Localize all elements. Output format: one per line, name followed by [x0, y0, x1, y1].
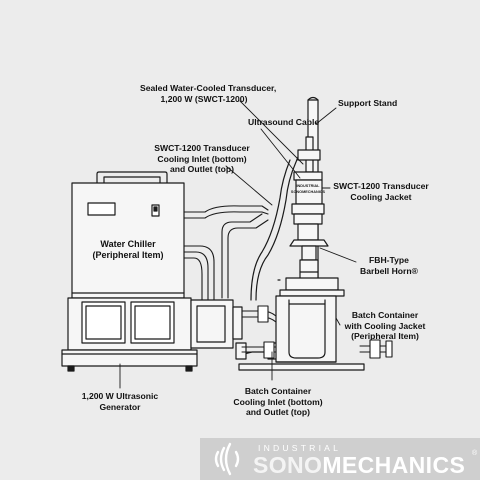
label-line: Cooling Jacket	[350, 191, 412, 202]
brand-small-text: INDUSTRIAL	[258, 443, 342, 453]
label-sealed-transducer: Sealed Water-Cooled Transducer, 1,200 W …	[140, 83, 277, 104]
label-line: (Peripheral Item)	[92, 249, 164, 260]
label-line: Generator	[99, 401, 141, 412]
label-line: SWCT-1200 Transducer	[154, 143, 250, 153]
label-line: 1,200 W (SWCT-1200)	[160, 93, 248, 104]
batch-cooling-lines	[221, 213, 393, 359]
brand-band	[200, 438, 480, 480]
label-line: Batch Container	[244, 386, 312, 396]
chiller-hoses	[183, 205, 269, 301]
label-line: and Outlet (top)	[246, 407, 310, 418]
label-transducer-cooling-inlet: SWCT-1200 Transducer Cooling Inlet (bott…	[150, 143, 254, 175]
brand-name-part2: MECHANICS	[322, 452, 466, 478]
label-line: Batch Container	[351, 310, 419, 320]
label-line: Water Chiller	[100, 239, 156, 249]
brand-logo-text: SONOMECHANICS	[253, 452, 465, 479]
label-line: 1,200 W Ultrasonic	[81, 391, 159, 401]
batch-container	[275, 277, 345, 363]
ultrasound-cable	[255, 156, 299, 301]
water-chiller	[71, 171, 185, 299]
label-line: FBH-Type	[369, 255, 409, 265]
label-transducer-cooling-jacket: SWCT-1200 Transducer Cooling Jacket	[332, 181, 430, 202]
transducer-plate-line1: INDUSTRIAL	[297, 184, 321, 188]
transducer-plate-line2: SONOMECHANICS	[291, 190, 326, 194]
label-line: Barbell Horn®	[360, 265, 418, 276]
label-ultrasound-cable: Ultrasound Cable	[248, 117, 320, 127]
label-line: and Outlet (top)	[170, 164, 234, 175]
label-water-chiller: Water Chiller (Peripheral Item)	[84, 239, 172, 260]
ultrasonic-generator	[61, 297, 243, 372]
label-batch-cooling-inlet: Batch Container Cooling Inlet (bottom) a…	[226, 386, 330, 418]
label-line: Sealed Water-Cooled Transducer,	[140, 83, 277, 93]
label-line: SWCT-1200 Transducer	[333, 181, 429, 191]
label-line: Cooling Inlet (bottom)	[157, 153, 247, 164]
leader-lines	[119, 100, 357, 389]
brand-name-part1: SONO	[253, 452, 323, 478]
label-batch-container: Batch Container with Cooling Jacket (Per…	[338, 310, 432, 342]
label-line: Cooling Inlet (bottom)	[233, 396, 323, 407]
label-line: with Cooling Jacket	[344, 320, 426, 331]
label-support-stand: Support Stand	[338, 98, 398, 108]
label-generator: 1,200 W Ultrasonic Generator	[78, 391, 162, 412]
sound-wave-logo-icon	[214, 442, 240, 476]
label-barbell-horn: FBH-Type Barbell Horn®	[356, 255, 422, 276]
label-line: (Peripheral Item)	[351, 331, 419, 342]
brand-registered-mark: ®	[472, 450, 478, 457]
